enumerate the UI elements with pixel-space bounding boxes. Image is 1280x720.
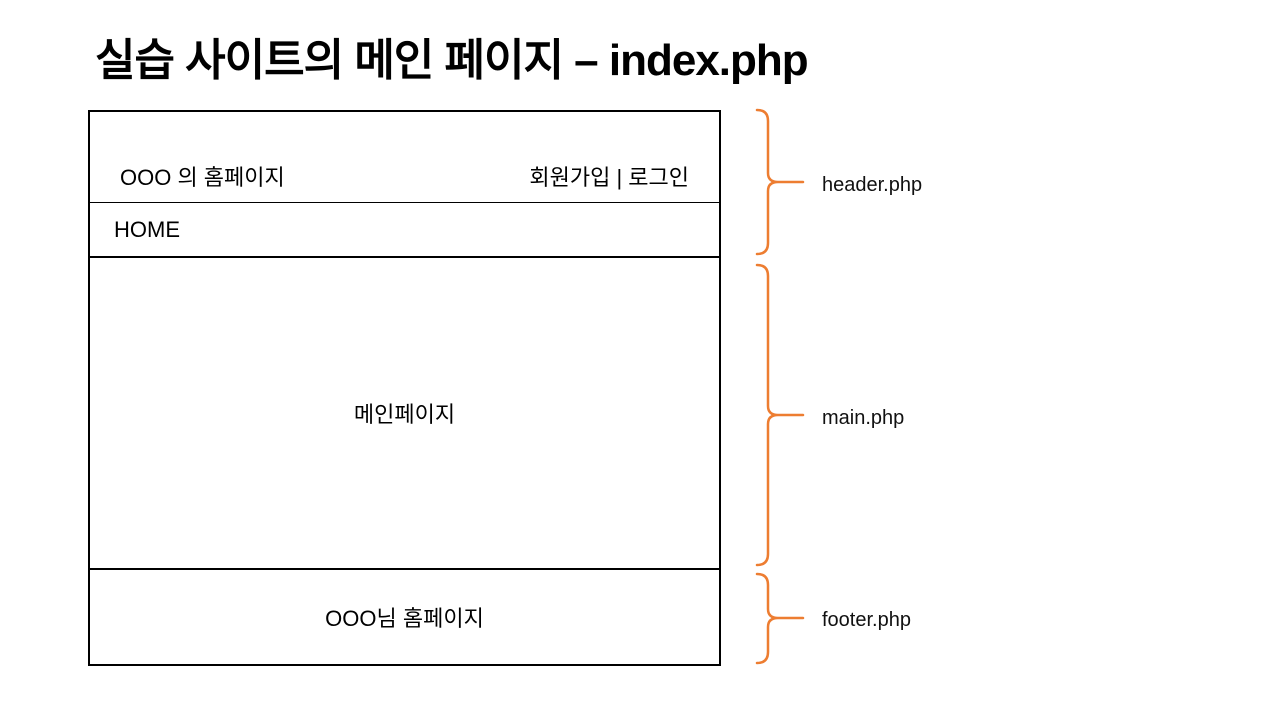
site-title-text: OOO 의 홈페이지 [120, 165, 285, 190]
annotation-footer-php: footer.php [822, 609, 911, 631]
auth-links-text: 회원가입 | 로그인 [529, 165, 689, 190]
footer-brace-icon [755, 572, 805, 665]
main-brace-icon [755, 263, 805, 567]
nav-section: HOME [90, 203, 719, 258]
header-brace-icon [755, 108, 805, 256]
page-layout-diagram: OOO 의 홈페이지 회원가입 | 로그인 HOME 메인페이지 OOO님 홈페… [88, 110, 721, 666]
footer-section: OOO님 홈페이지 [90, 570, 719, 664]
slide-title: 실습 사이트의 메인 페이지 – index.php [95, 36, 809, 85]
footer-label: OOO님 홈페이지 [325, 606, 484, 631]
nav-home-label: HOME [114, 216, 180, 242]
main-page-label: 메인페이지 [353, 402, 456, 427]
annotation-header-php: header.php [822, 174, 923, 196]
main-section: 메인페이지 [90, 258, 719, 570]
annotation-main-php: main.php [822, 407, 905, 429]
header-section: OOO 의 홈페이지 회원가입 | 로그인 [90, 112, 719, 203]
